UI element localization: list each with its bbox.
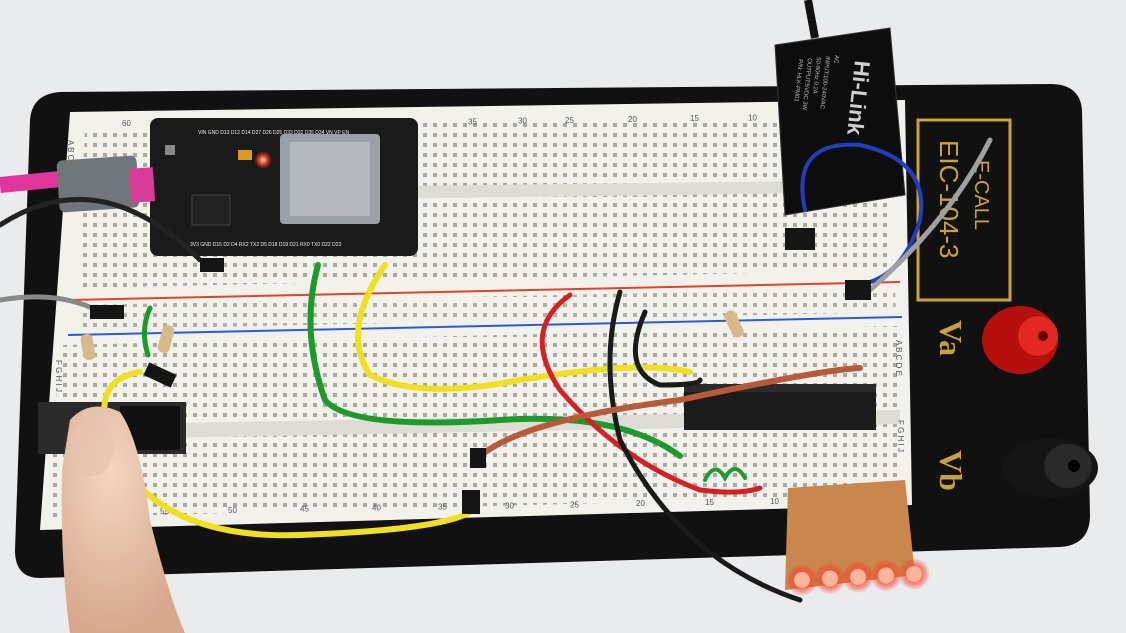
hilink-spec-line: 50-60Hz 0.2A bbox=[811, 57, 821, 94]
column-number-bottom: 20 bbox=[636, 499, 645, 508]
usb-plug bbox=[56, 155, 140, 213]
ecall-model: EIC-104-3 bbox=[934, 140, 964, 259]
wire-green-coil bbox=[703, 467, 747, 483]
column-number-bottom: 15 bbox=[705, 498, 714, 507]
esp32-top-pin-labels: VIN GND D13 D12 D14 D27 D26 D25 D33 D32 … bbox=[198, 130, 349, 136]
terminal-a-label: Va bbox=[933, 320, 969, 356]
wire-red bbox=[539, 292, 763, 495]
terminal-post-red bbox=[982, 306, 1058, 374]
hilink-spec-line: INPUT:100-240VAC bbox=[818, 56, 830, 110]
wire-black-2 bbox=[632, 309, 703, 388]
column-number-top: 35 bbox=[468, 117, 477, 126]
row-letters-right-top: A B C D E bbox=[894, 340, 903, 376]
wire-black-left bbox=[0, 196, 203, 263]
ecall-logo: EIC-104-3 E-CALL bbox=[916, 118, 1012, 302]
red-led bbox=[906, 566, 922, 582]
terminal-b-label: Vb bbox=[933, 450, 969, 491]
esp32-bottom-pin-labels: 3V3 GND D15 D2 D4 RX2 TX2 D5 D18 D19 D21… bbox=[190, 242, 341, 248]
wire-brown bbox=[475, 365, 863, 461]
terminal-post-black bbox=[1002, 438, 1098, 498]
red-led bbox=[794, 572, 810, 588]
led-board bbox=[785, 480, 930, 596]
column-number-bottom: 40 bbox=[372, 504, 381, 513]
power-rail-red-line bbox=[69, 281, 901, 301]
power-cable-top bbox=[804, 0, 819, 39]
column-number-bottom: 45 bbox=[300, 505, 309, 514]
column-number-top: 20 bbox=[628, 115, 637, 124]
hilink-spec-line: OUTPUT:5VDC 3W bbox=[801, 58, 812, 111]
column-number-top: 30 bbox=[518, 117, 527, 126]
column-number-top: 60 bbox=[122, 119, 131, 128]
column-number-top: 15 bbox=[690, 114, 699, 123]
hole-field-rail bbox=[80, 288, 896, 330]
column-number-bottom: 10 bbox=[770, 497, 779, 506]
column-number-bottom: 50 bbox=[228, 506, 237, 515]
column-number-top: 25 bbox=[565, 116, 574, 125]
column-number-bottom: 35 bbox=[438, 503, 447, 512]
ecall-brand: E-CALL bbox=[970, 160, 992, 230]
column-numbers: 6040353025201510516055504540353025201510… bbox=[92, 112, 885, 517]
jumper-connectors bbox=[90, 228, 871, 514]
wire-yellow-long bbox=[101, 369, 473, 539]
power-rail-blue-line bbox=[67, 316, 903, 336]
resistors bbox=[80, 310, 744, 361]
esp32-power-led bbox=[254, 151, 272, 169]
wire-gray bbox=[867, 137, 993, 293]
column-number-top: 10 bbox=[748, 113, 757, 122]
red-led bbox=[822, 570, 838, 587]
wire-green-short bbox=[142, 305, 153, 358]
esp32-board: VIN GND D13 D12 D14 D27 D26 D25 D33 D32 … bbox=[150, 118, 418, 256]
wire-black-1 bbox=[607, 289, 803, 603]
column-number-bottom: 25 bbox=[570, 500, 579, 509]
jumper-wires bbox=[0, 137, 993, 603]
red-led bbox=[850, 569, 866, 585]
hilink-spec-line: P/N: HLK-PM01 bbox=[792, 59, 802, 103]
column-number-bottom: 55 bbox=[160, 507, 169, 516]
row-letters-right-bottom: F G H I J bbox=[896, 420, 905, 452]
red-led bbox=[878, 567, 894, 584]
wire-green bbox=[307, 262, 683, 459]
column-number-bottom: 30 bbox=[505, 501, 514, 510]
row-letters-left-top: A B C D E bbox=[66, 140, 75, 176]
row-letters-left-bottom: F G H I J bbox=[54, 360, 63, 392]
wire-yellow-mid bbox=[355, 262, 693, 392]
hilink-spec-line: AC bbox=[832, 55, 839, 65]
